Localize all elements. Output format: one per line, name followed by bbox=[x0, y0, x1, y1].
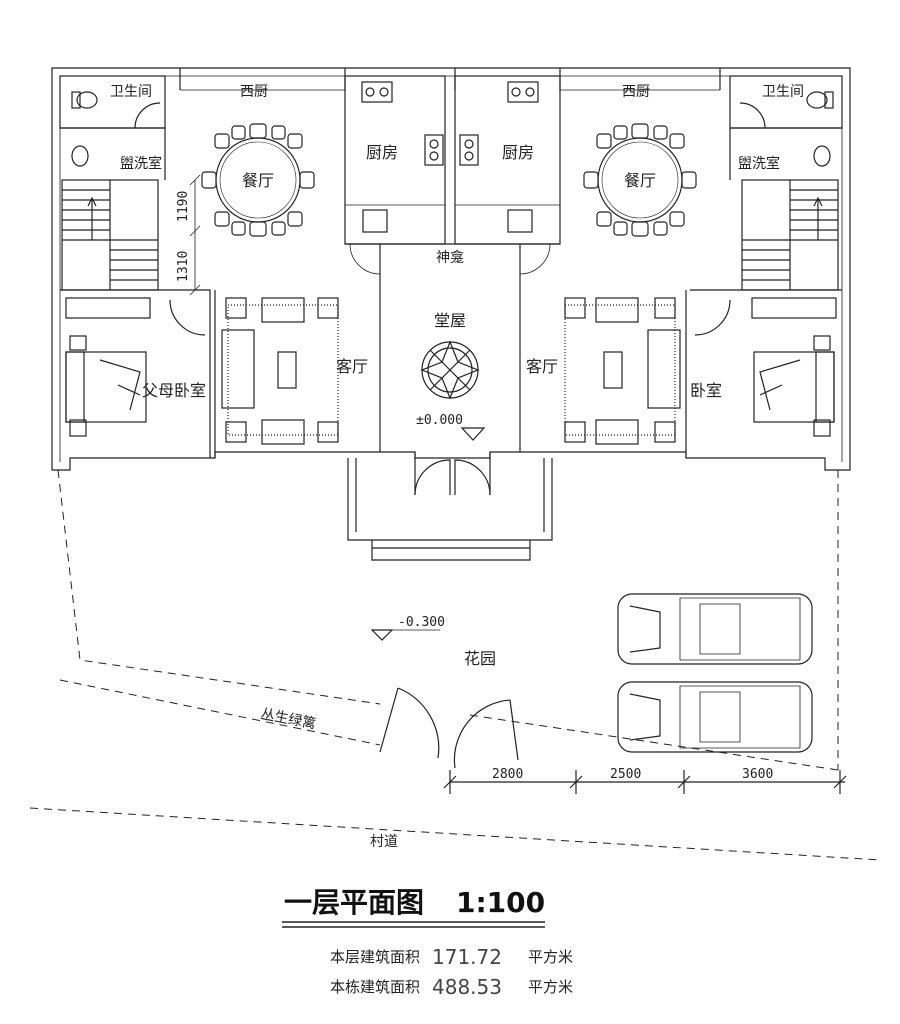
sofa-set-left bbox=[221, 297, 339, 445]
garden-label: 花园 bbox=[464, 649, 496, 668]
car-2 bbox=[617, 681, 813, 753]
porch bbox=[347, 458, 553, 561]
dim-stair-b: 1310 bbox=[176, 251, 191, 282]
room-label-west-kitchen-right: 西厨 bbox=[622, 84, 650, 100]
bed-left bbox=[65, 335, 147, 437]
sofa-set-right bbox=[564, 297, 681, 445]
room-label-parents-bedroom: 父母卧室 bbox=[142, 381, 206, 400]
building-area-label: 本栋建筑面积 bbox=[330, 978, 420, 996]
dimension-line bbox=[443, 770, 847, 794]
road-label: 村道 bbox=[370, 834, 398, 850]
car-1 bbox=[617, 593, 813, 665]
dim-stair-a: 1190 bbox=[176, 191, 191, 222]
room-label-kitchen-right: 厨房 bbox=[502, 143, 534, 162]
room-label-dining-right: 餐厅 bbox=[624, 171, 656, 190]
wardrobe-left bbox=[65, 297, 151, 319]
dim-drive-span: 2500 bbox=[610, 767, 641, 782]
wardrobe-right bbox=[751, 297, 837, 319]
room-label-dining-left: 餐厅 bbox=[242, 171, 274, 190]
plan-title: 一层平面图 bbox=[284, 886, 424, 919]
room-label-wash-left: 盥洗室 bbox=[120, 155, 162, 172]
sink-right bbox=[813, 145, 831, 167]
room-label-bath-right: 卫生间 bbox=[762, 84, 804, 100]
plan-scale: 1:100 bbox=[456, 886, 545, 919]
hedge-label: 丛生绿篱 bbox=[259, 706, 317, 732]
room-label-bath-left: 卫生间 bbox=[110, 84, 152, 100]
sink-left bbox=[71, 145, 89, 167]
room-label-bedroom: 卧室 bbox=[690, 381, 722, 400]
dim-gate-span: 2800 bbox=[492, 767, 523, 782]
room-label-hall: 堂屋 bbox=[434, 311, 466, 330]
hall-floor-medallion bbox=[420, 340, 480, 400]
room-label-shrine: 神龛 bbox=[436, 250, 464, 266]
building-area-unit: 平方米 bbox=[528, 978, 573, 996]
floor-area-unit: 平方米 bbox=[528, 948, 573, 966]
room-label-living-right: 客厅 bbox=[526, 357, 558, 376]
bed-right bbox=[753, 335, 835, 437]
floor-area-label: 本层建筑面积 bbox=[330, 948, 420, 966]
building-area-value: 488.53 bbox=[432, 975, 502, 999]
toilet-left bbox=[76, 91, 98, 109]
room-label-west-kitchen-left: 西厨 bbox=[240, 84, 268, 100]
dining-table-right bbox=[583, 123, 697, 237]
elevation-floor: ±0.000 bbox=[416, 413, 463, 428]
stair-left bbox=[61, 179, 159, 291]
floor-area-value: 171.72 bbox=[432, 945, 502, 969]
dim-parking-span: 3600 bbox=[742, 767, 773, 782]
dining-table-left bbox=[201, 123, 315, 237]
room-label-living-left: 客厅 bbox=[336, 357, 368, 376]
garden-boundary bbox=[29, 469, 881, 861]
elevation-garden: -0.300 bbox=[398, 615, 445, 630]
room-label-wash-right: 盥洗室 bbox=[738, 155, 780, 172]
toilet-right bbox=[806, 91, 828, 109]
room-label-kitchen-left: 厨房 bbox=[366, 143, 398, 162]
stair-right bbox=[741, 179, 839, 291]
